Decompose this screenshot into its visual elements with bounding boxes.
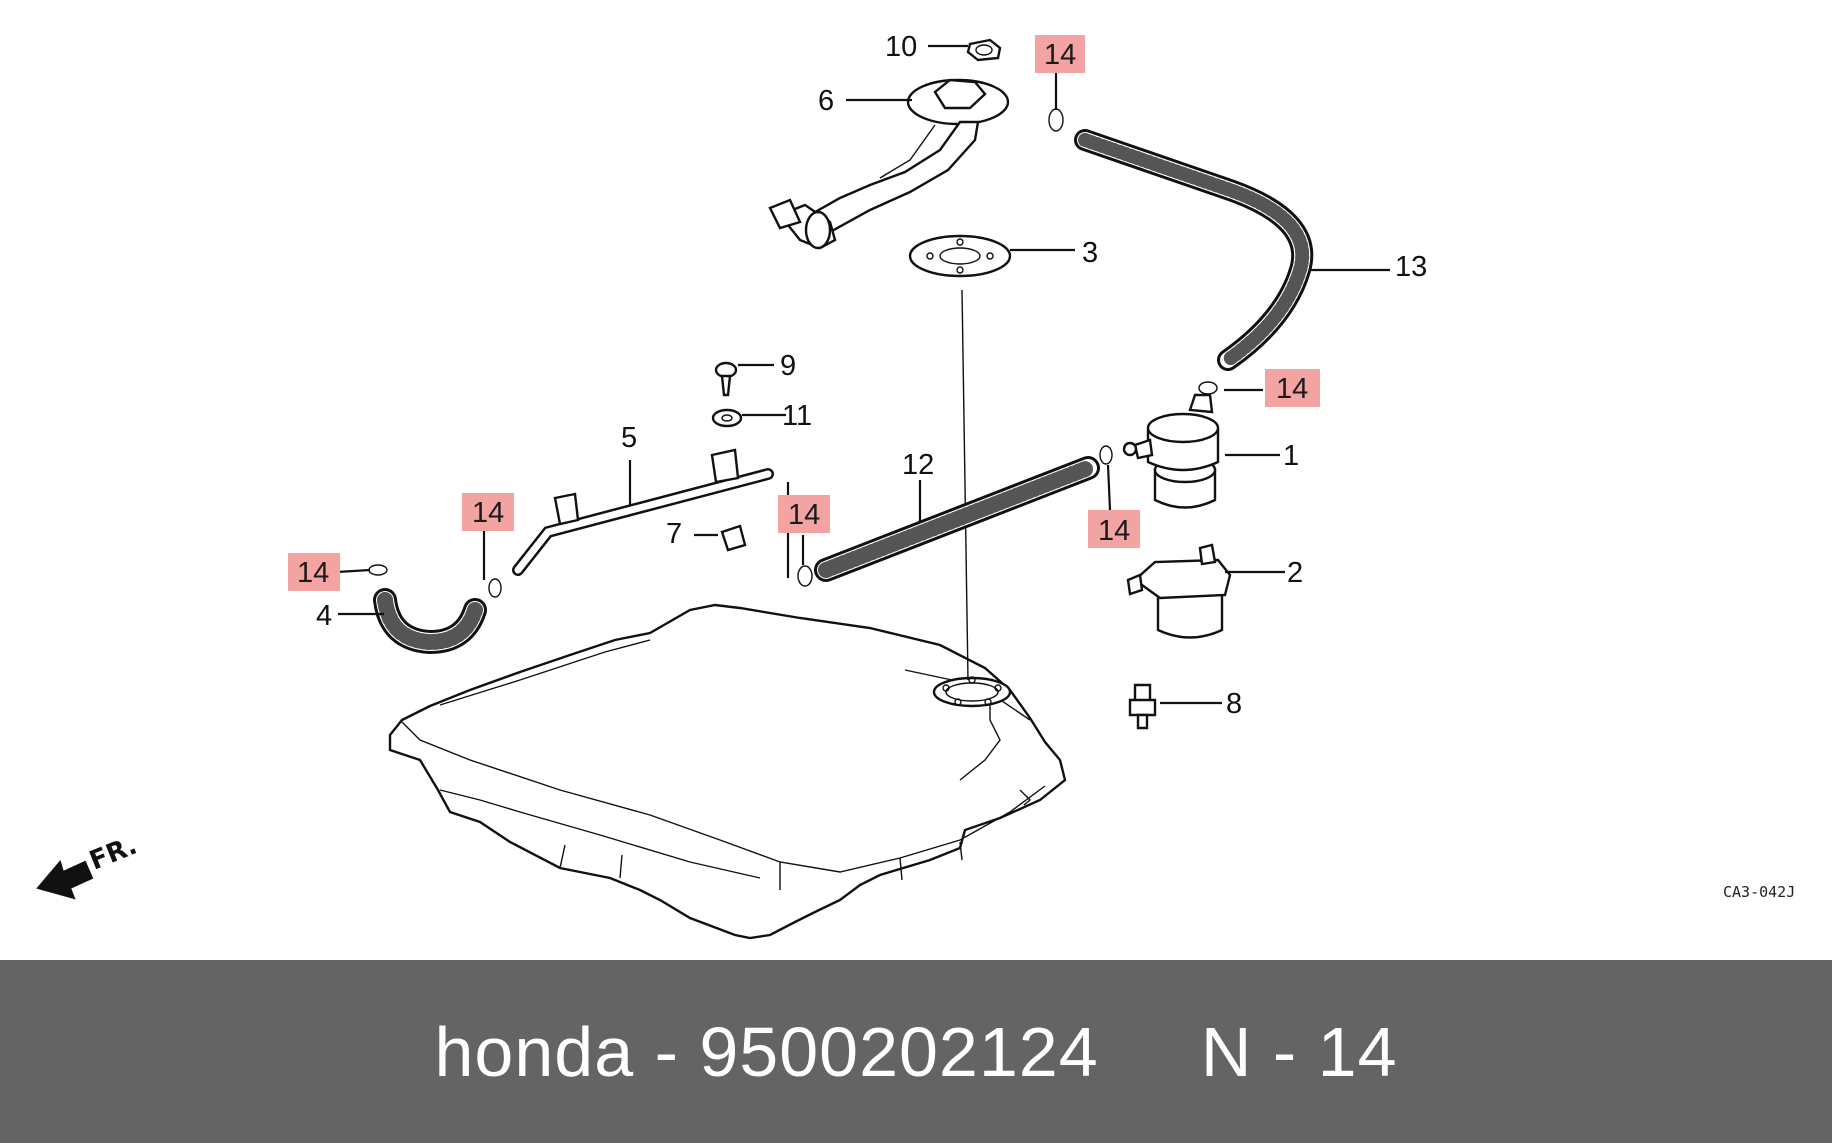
part-bolt-8 — [1128, 683, 1157, 730]
svg-text:14: 14 — [1044, 39, 1076, 71]
part-nut — [966, 38, 1002, 62]
hose-clamps — [368, 108, 1218, 598]
callout-14-filter: 14 — [1088, 510, 1140, 548]
callout-8: 8 — [1226, 688, 1242, 720]
callout-5: 5 — [621, 422, 637, 454]
callout-3: 3 — [1082, 237, 1098, 269]
front-label: FR. — [85, 831, 141, 877]
front-direction-arrow: FR. — [36, 831, 141, 900]
part-filter-1 — [1122, 393, 1220, 509]
svg-text:14: 14 — [1276, 373, 1308, 405]
part-gasket — [908, 234, 1012, 681]
callout-10: 10 — [885, 31, 917, 63]
fuel-tank — [388, 603, 1067, 940]
callout-14-mid: 14 — [778, 495, 830, 533]
svg-text:14: 14 — [1098, 515, 1130, 547]
callout-9: 9 — [780, 350, 796, 382]
drawing-code: CA3-042J — [1723, 883, 1795, 901]
callout-4: 4 — [316, 600, 332, 632]
part-caption: honda - 9500202124 N - 14 — [434, 1012, 1398, 1091]
part-pipe — [512, 448, 774, 576]
leader-lines — [336, 44, 1390, 705]
callout-13: 13 — [1395, 251, 1427, 283]
callout-labels: 10 6 3 13 9 11 5 12 1 7 2 4 8 — [316, 31, 1427, 720]
callout-14-right: 14 — [1265, 369, 1320, 407]
part-hose-13 — [1074, 129, 1314, 371]
callout-7: 7 — [666, 518, 682, 550]
fuel-tank-parts-diagram: 10 6 3 13 9 11 5 12 1 7 2 4 8 14 14 — [36, 31, 1795, 940]
svg-text:14: 14 — [788, 499, 820, 531]
callout-6: 6 — [818, 85, 834, 117]
part-hose-12 — [814, 456, 1100, 582]
part-washer — [711, 408, 743, 428]
part-clip-7 — [720, 524, 747, 552]
part-bolt-9 — [714, 361, 738, 397]
callout-12: 12 — [902, 449, 934, 481]
footer-bar: honda - 9500202124 N - 14 — [0, 960, 1832, 1143]
callout-1: 1 — [1283, 440, 1299, 472]
part-hose-4 — [373, 588, 487, 655]
part-pump-unit — [768, 78, 1010, 250]
part-filter-holder-2 — [1126, 543, 1232, 639]
callout-14-top: 14 — [1035, 35, 1085, 73]
highlighted-callouts: 14 14 14 14 14 14 — [288, 35, 1320, 591]
callout-14-pipe: 14 — [462, 493, 514, 531]
callout-14-left: 14 — [288, 553, 340, 591]
callout-11: 11 — [782, 400, 812, 432]
svg-text:14: 14 — [297, 557, 329, 589]
svg-text:14: 14 — [472, 497, 504, 529]
callout-2: 2 — [1287, 557, 1303, 589]
